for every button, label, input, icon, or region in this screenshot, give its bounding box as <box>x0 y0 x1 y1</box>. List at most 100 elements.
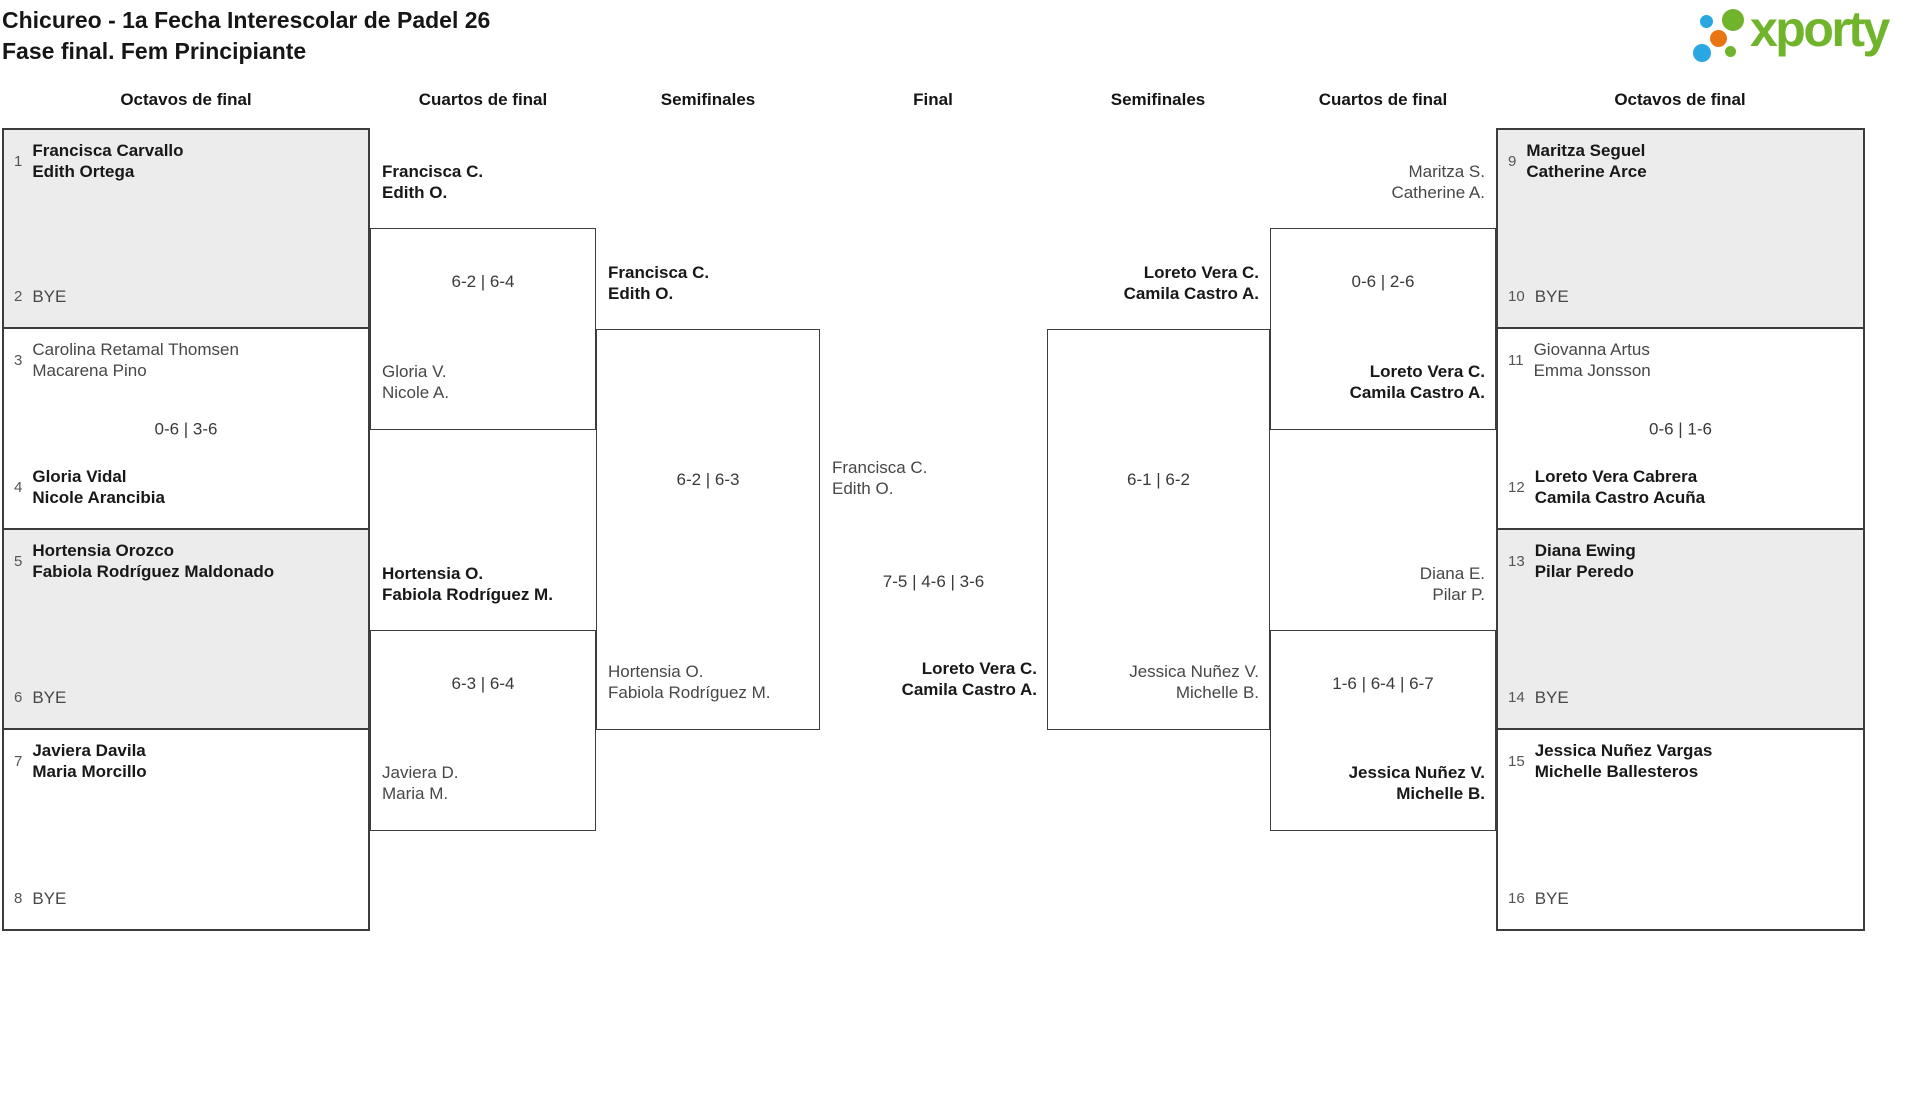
team-name-block: Hortensia O.Fabiola Rodríguez M. <box>382 563 553 605</box>
seed-number: 15 <box>1508 752 1525 770</box>
round-header-octavos-right: Octavos de final <box>1614 90 1746 109</box>
team-name: Jessica Nuñez V. <box>1348 763 1485 782</box>
team-name: Gloria Vidal <box>32 467 127 486</box>
team-name-block: BYE <box>32 687 66 708</box>
final-team-left: Francisca C. Edith O. <box>832 457 927 499</box>
team-name: Jessica Nuñez V. <box>1129 662 1259 681</box>
round-header-semis-right: Semifinales <box>1110 90 1206 109</box>
seed-number: 11 <box>1508 351 1524 369</box>
seed-number: 4 <box>14 478 23 496</box>
team-name: Gloria V. <box>382 362 447 381</box>
match-score: 6-3 | 6-4 <box>451 674 515 693</box>
team-name-block: BYE <box>32 888 66 909</box>
page-title-line2: Fase final. Fem Principiante <box>2 38 307 64</box>
team-name-block: Francisca C.Edith O. <box>382 161 483 203</box>
seed-number: 13 <box>1508 552 1525 570</box>
team-name: Camila Castro A. <box>1123 284 1259 303</box>
team-name-block: Francisca C.Edith O. <box>608 262 709 304</box>
team-name: Carolina Retamal Thomsen <box>32 340 239 359</box>
team-name: Fabiola Rodríguez Maldonado <box>32 562 275 581</box>
team-name: Catherine A. <box>1391 183 1485 202</box>
team-name-block: Gloria V. Nicole A. <box>382 361 449 403</box>
team-name: BYE <box>32 889 67 908</box>
team-name: Fabiola Rodríguez M. <box>608 683 771 702</box>
match-left-cuartos-2[interactable]: Hortensia O.Fabiola Rodríguez M. 6-3 | 6-… <box>370 564 596 831</box>
logo-dot-green-large <box>1722 9 1744 31</box>
seed-number: 12 <box>1508 478 1525 496</box>
team-name-block: Jessica Nuñez V. Michelle B. <box>1349 762 1485 804</box>
team-name: Edith Ortega <box>32 162 135 181</box>
seed-number: 16 <box>1508 890 1525 907</box>
page-title: Chicureo - 1a Fecha Interescolar de Pade… <box>2 5 490 67</box>
team-name: Camila Castro A. <box>1349 383 1485 402</box>
round-header-final: Final <box>913 90 953 109</box>
team-name-block: BYE <box>32 286 66 307</box>
team-name: Javiera D. <box>382 763 459 782</box>
logo-dot-green-small <box>1725 46 1736 57</box>
team-name-block: Loreto Vera C.Camila Castro A. <box>1350 361 1485 403</box>
team-name: Pilar Peredo <box>1534 562 1634 581</box>
team-name: Edith O. <box>382 183 448 202</box>
team-name-block: Loreto Vera C.Camila Castro A. <box>1124 262 1259 304</box>
team-name: Camila Castro Acuña <box>1534 488 1706 507</box>
round-header-semis-left: Semifinales <box>660 90 756 109</box>
team-name: BYE <box>1534 889 1569 908</box>
team-name: Maria Morcillo <box>32 762 147 781</box>
team-name: Nicole Arancibia <box>32 488 165 507</box>
final-team-right-champion: Loreto Vera C. Camila Castro A. <box>902 658 1037 700</box>
team-name: Fabiola Rodríguez M. <box>382 585 553 604</box>
match-score: 1-6 | 6-4 | 6-7 <box>1332 674 1434 693</box>
match-score: 6-2 | 6-4 <box>451 272 515 291</box>
team-name: Nicole A. <box>382 383 450 402</box>
team-name: Emma Jonsson <box>1533 361 1651 380</box>
team-name: Loreto Vera Cabrera <box>1534 467 1698 486</box>
match-score: 0-6 | 1-6 <box>1648 419 1712 438</box>
team-name: BYE <box>32 287 67 306</box>
match-score: 0-6 | 3-6 <box>154 419 218 438</box>
team-name: BYE <box>1534 688 1569 707</box>
bracket-entry: 16 BYE <box>1508 888 1855 909</box>
team-name: Edith O. <box>832 479 894 498</box>
team-name: Giovanna Artus <box>1533 340 1650 359</box>
team-name: BYE <box>32 688 67 707</box>
team-name: Michelle B. <box>1396 784 1485 803</box>
team-name: Hortensia Orozco <box>32 541 175 560</box>
match-score: 0-6 | 2-6 <box>1351 272 1415 291</box>
seed-number: 10 <box>1508 288 1525 305</box>
team-name: Maritza Seguel <box>1526 141 1646 160</box>
match-score: 6-2 | 6-3 <box>676 470 740 489</box>
page-title-line1: Chicureo - 1a Fecha Interescolar de Pade… <box>2 7 491 33</box>
team-name: Macarena Pino <box>32 361 147 380</box>
round-header-cuartos-right: Cuartos de final <box>1318 90 1448 109</box>
